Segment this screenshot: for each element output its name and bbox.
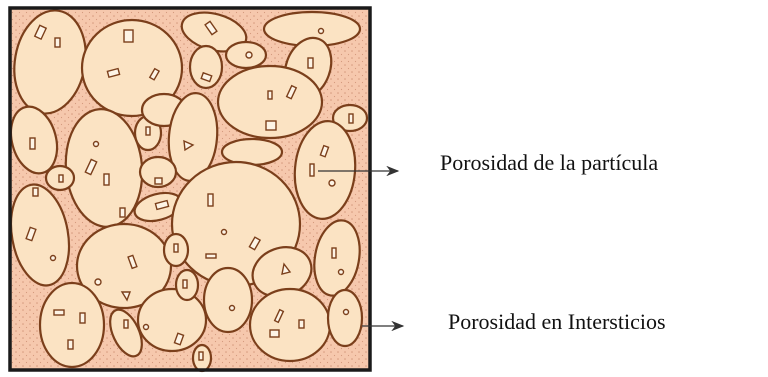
pore xyxy=(33,188,38,196)
pore xyxy=(222,230,227,235)
pore xyxy=(339,270,344,275)
pore xyxy=(266,121,276,130)
pore xyxy=(174,244,178,252)
pore xyxy=(30,138,35,149)
pore xyxy=(144,325,149,330)
particle xyxy=(328,290,362,346)
pore xyxy=(208,194,213,206)
pore xyxy=(344,310,349,315)
pore xyxy=(59,175,63,182)
pore xyxy=(68,340,73,349)
pore xyxy=(120,208,125,217)
pore xyxy=(319,29,324,34)
pore xyxy=(230,306,235,311)
interstitial-porosity-label: Porosidad en Intersticios xyxy=(448,309,666,335)
pore xyxy=(124,30,133,42)
pore xyxy=(104,174,109,185)
pore xyxy=(206,254,216,258)
pore xyxy=(310,164,314,176)
pore xyxy=(55,38,60,47)
particle xyxy=(138,289,206,351)
particle xyxy=(40,283,104,367)
particle xyxy=(204,268,252,332)
particle xyxy=(190,46,222,88)
pore xyxy=(270,330,279,337)
pore xyxy=(146,127,150,135)
pore xyxy=(349,114,353,123)
pore xyxy=(246,52,252,58)
pore xyxy=(155,178,162,184)
pore xyxy=(51,256,56,261)
particle-porosity-label: Porosidad de la partícula xyxy=(440,150,658,176)
pore xyxy=(299,320,304,328)
pore xyxy=(124,320,128,328)
pore xyxy=(54,310,64,315)
particle xyxy=(250,289,330,361)
pore xyxy=(80,313,85,323)
pore xyxy=(95,279,101,285)
pore xyxy=(308,58,313,68)
pore xyxy=(94,142,99,147)
pore xyxy=(183,280,187,288)
pore xyxy=(329,180,335,186)
pore xyxy=(268,91,272,99)
pore xyxy=(332,248,336,258)
pore xyxy=(199,352,203,360)
